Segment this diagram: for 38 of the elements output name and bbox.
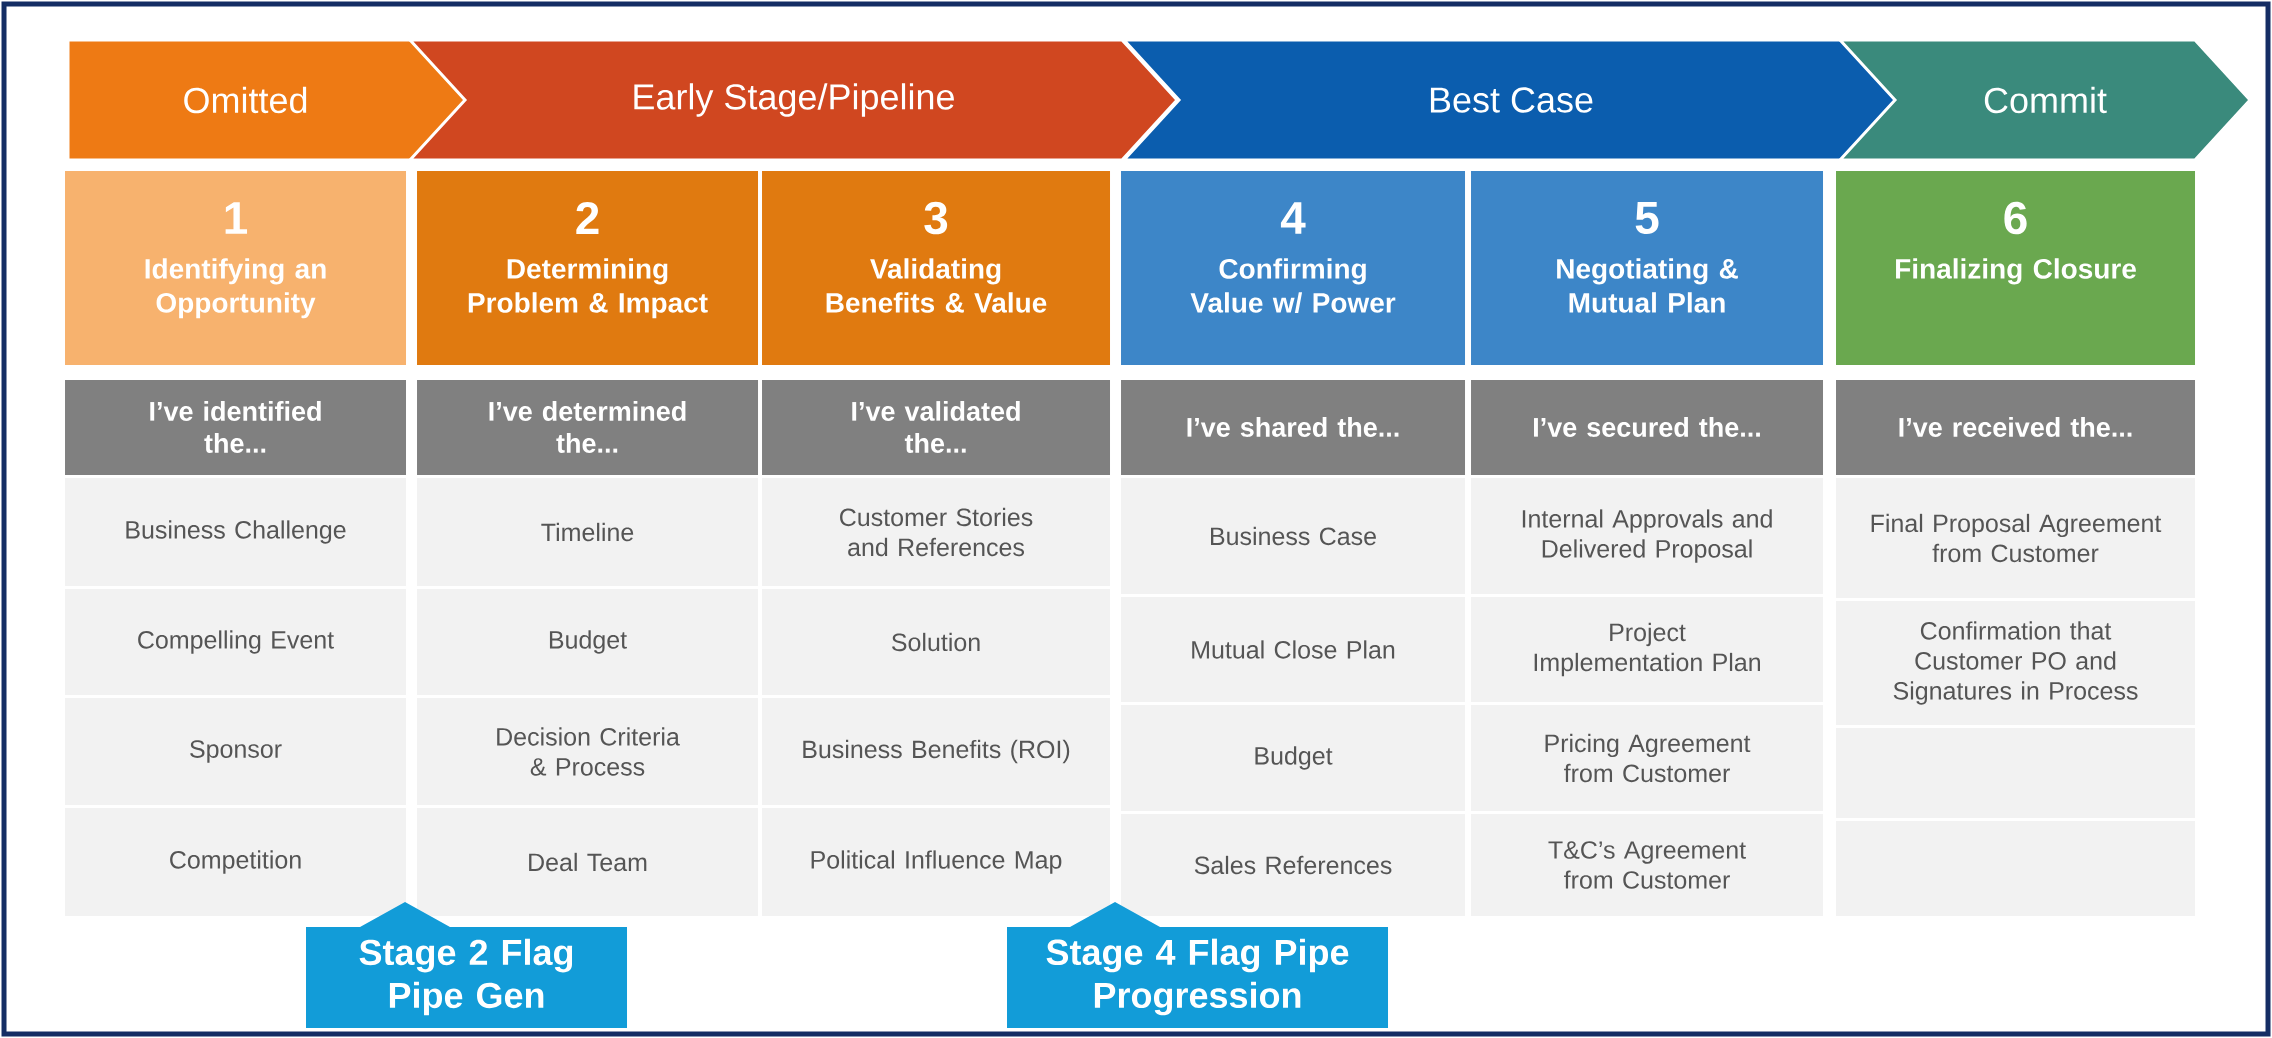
flag-callout: Stage 2 Flag Pipe Gen: [306, 902, 627, 1028]
table-cell: Timeline: [417, 478, 758, 586]
table-cell: Internal Approvals and Delivered Proposal: [1471, 478, 1823, 594]
stage-box: 1 Identifying an Opportunity: [65, 171, 406, 365]
header-box: I’ve received the...: [1836, 380, 2195, 475]
table-cell: Customer Stories and References: [762, 478, 1110, 586]
table-cell: Sales References: [1121, 814, 1465, 916]
table-cell: Business Challenge: [65, 478, 406, 586]
stage-box: 5 Negotiating & Mutual Plan: [1471, 171, 1823, 365]
table-cell: Business Case: [1121, 478, 1465, 594]
stage-box: 3 Validating Benefits & Value: [762, 171, 1110, 365]
table-cell: Business Benefits (ROI): [762, 698, 1110, 805]
header-box: I’ve validated the...: [762, 380, 1110, 475]
table-cell: T&C’s Agreement from Customer: [1471, 814, 1823, 916]
table-cell: Pricing Agreement from Customer: [1471, 705, 1823, 811]
table-cell: Confirmation that Customer PO and Signatures in Process: [1836, 601, 2195, 725]
table-cell: Political Influence Map: [762, 808, 1110, 916]
stage-banner: Early Stage/Pipeline: [406, 38, 1180, 162]
header-box: I’ve secured the...: [1471, 380, 1823, 475]
header-box: I’ve shared the...: [1121, 380, 1465, 475]
table-cell: Mutual Close Plan: [1121, 597, 1465, 702]
table-cell: Sponsor: [65, 698, 406, 805]
table-cell: Final Proposal Agreement from Customer: [1836, 478, 2195, 598]
table-cell: Competition: [65, 808, 406, 916]
flag-callout: Stage 4 Flag Pipe Progression: [1007, 902, 1388, 1028]
table-cell: Deal Team: [417, 808, 758, 916]
table-cell: Budget: [417, 589, 758, 695]
table-cell: Compelling Event: [65, 589, 406, 695]
table-cell: Solution: [762, 589, 1110, 695]
stage-box: 6 Finalizing Closure: [1836, 171, 2195, 365]
table-cell: Project Implementation Plan: [1471, 597, 1823, 702]
header-box: I’ve identified the...: [65, 380, 406, 475]
table-cell: Budget: [1121, 705, 1465, 811]
stage-box: 2 Determining Problem & Impact: [417, 171, 758, 365]
stage-box: 4 Confirming Value w/ Power: [1121, 171, 1465, 365]
header-box: I’ve determined the...: [417, 380, 758, 475]
stage-banner: Commit: [1836, 38, 2253, 162]
table-cell: Decision Criteria & Process: [417, 698, 758, 805]
